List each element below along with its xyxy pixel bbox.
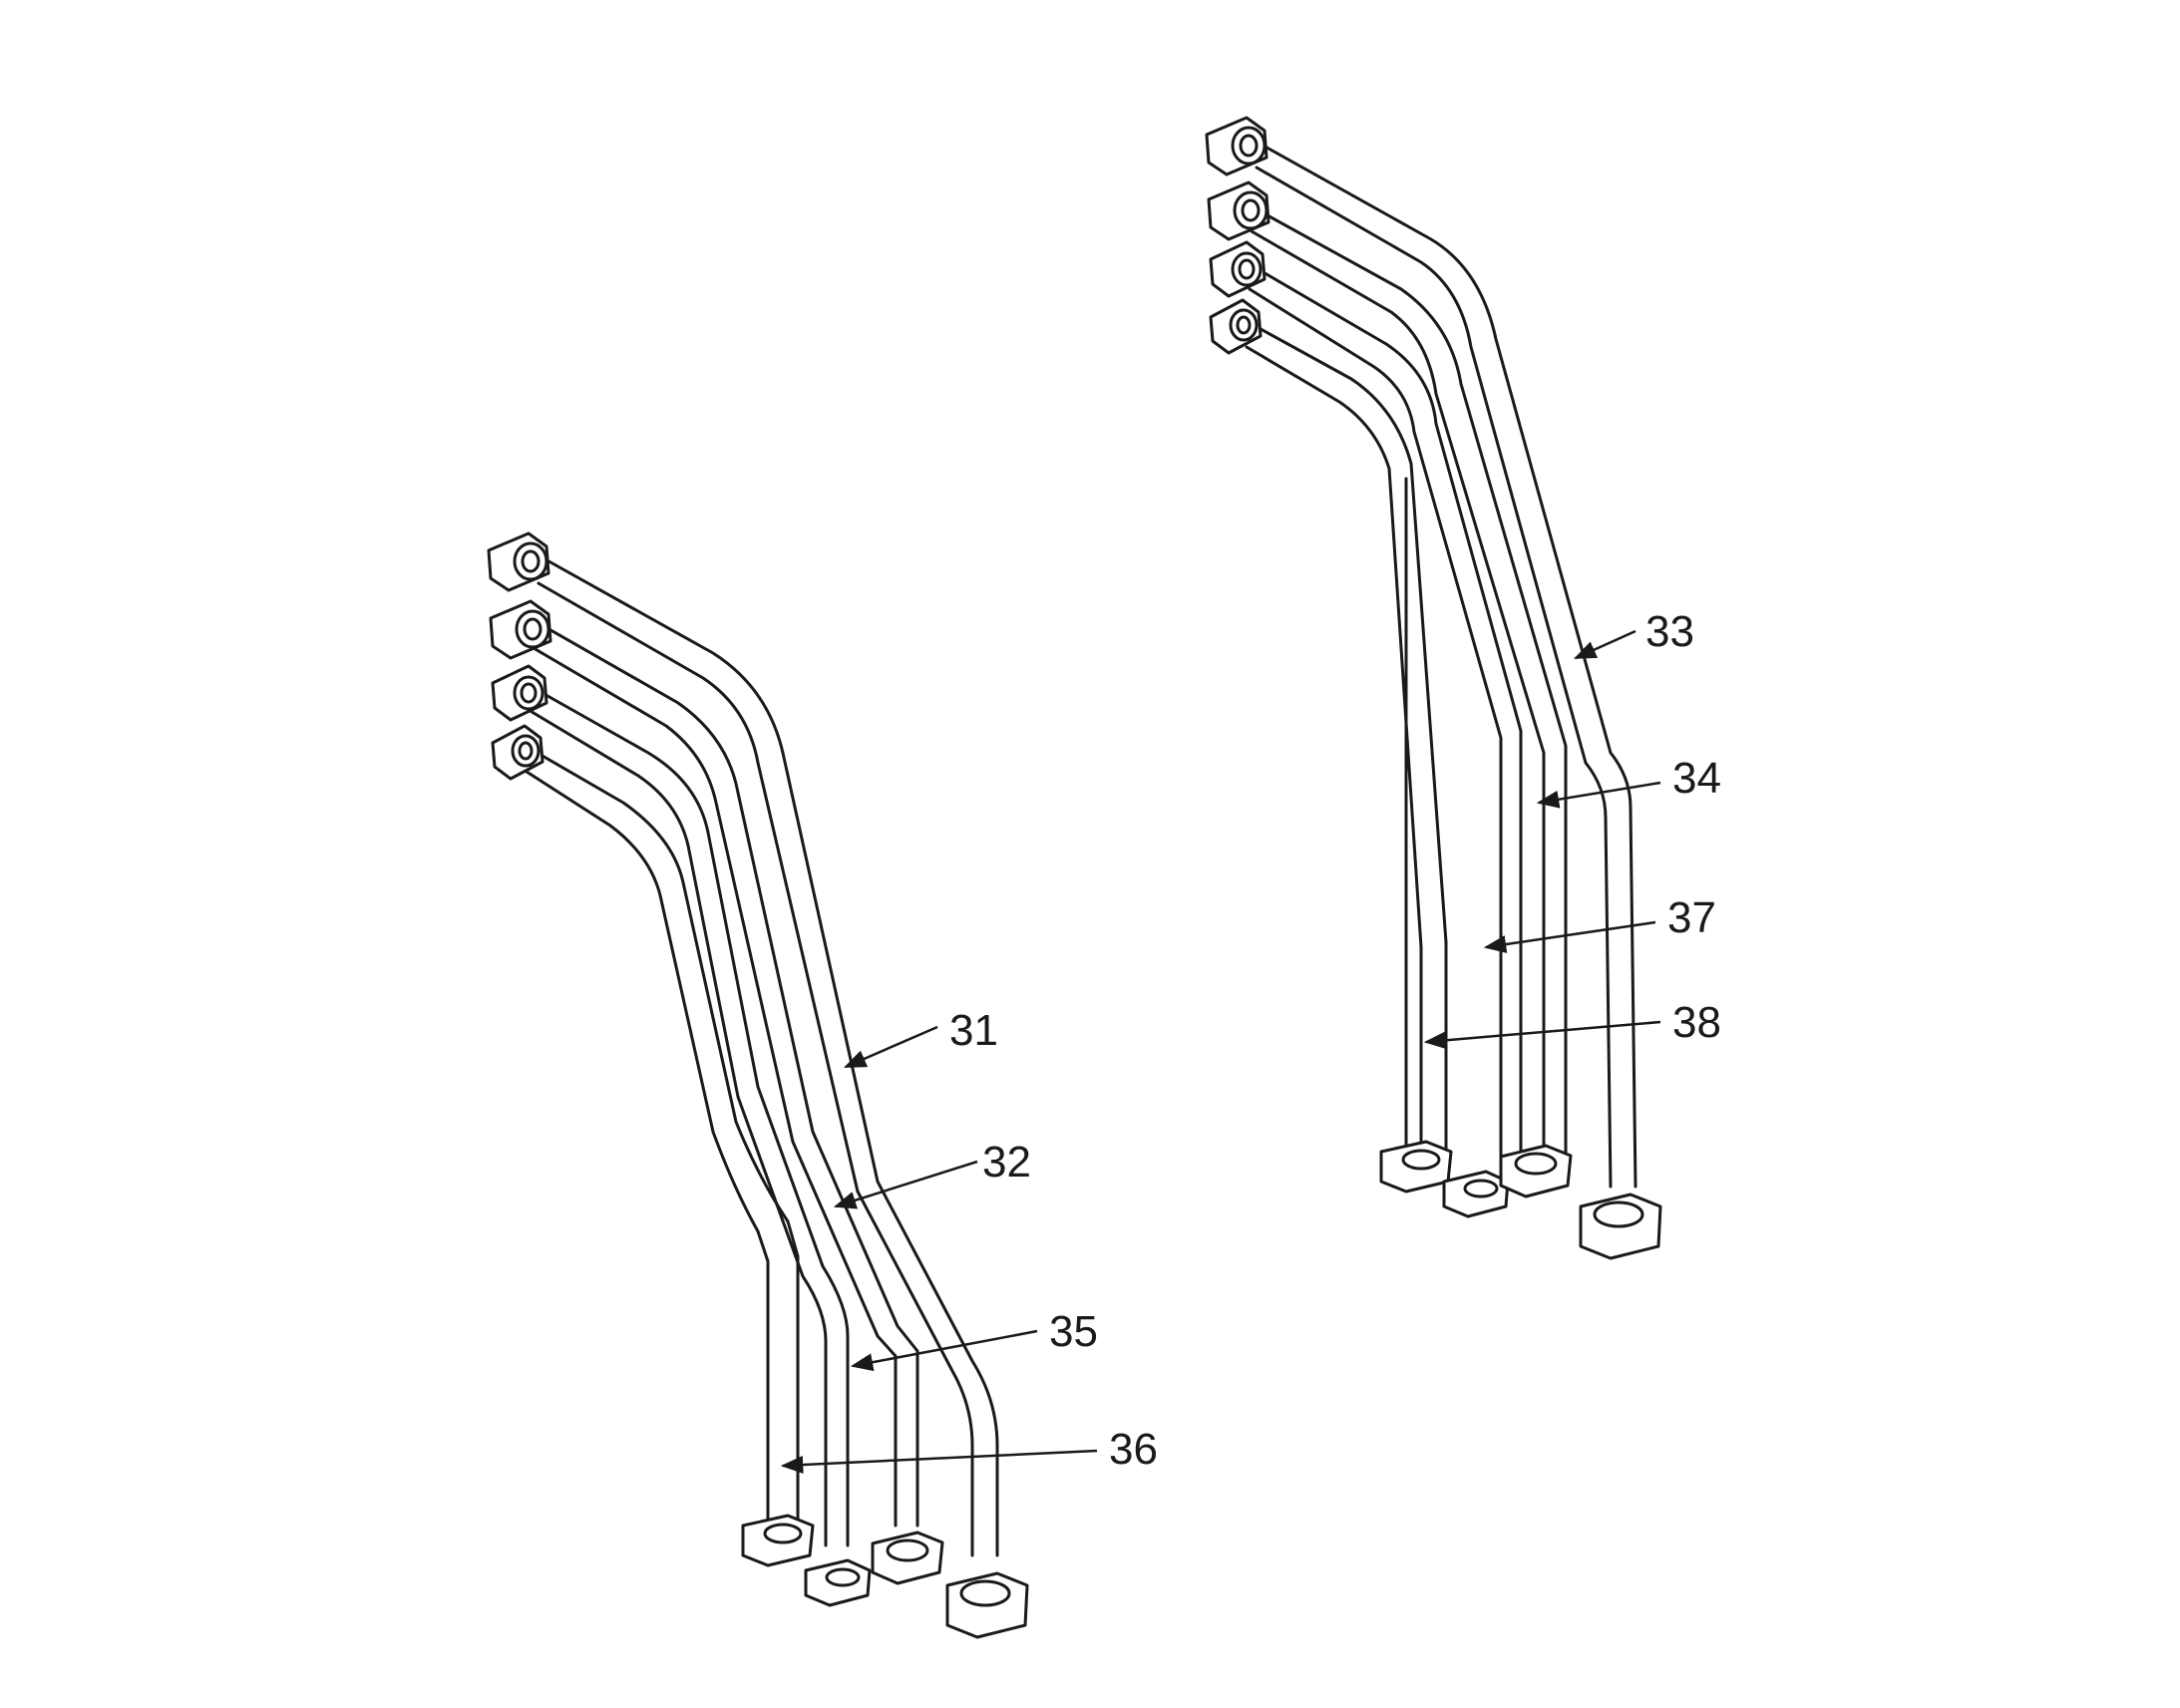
right-pipe-4 bbox=[1245, 322, 1448, 1169]
left-lower-flanges bbox=[741, 1514, 1029, 1639]
leader-34 bbox=[1536, 781, 1661, 809]
leader-35 bbox=[850, 1329, 1038, 1372]
left-pipe-3 bbox=[527, 686, 850, 1547]
leader-33 bbox=[1573, 629, 1636, 660]
leader-38 bbox=[1423, 1020, 1661, 1050]
right-pipe-3 bbox=[1248, 265, 1523, 1169]
callout-36: 36 bbox=[1109, 1425, 1158, 1474]
right-pipe-2 bbox=[1250, 207, 1568, 1174]
left-upper-flanges bbox=[487, 531, 552, 781]
callout-labels: 31 32 33 34 35 36 37 38 bbox=[949, 607, 1721, 1474]
callout-31: 31 bbox=[949, 1006, 998, 1055]
right-pipe-1 bbox=[1255, 143, 1637, 1189]
callout-37: 37 bbox=[1667, 893, 1716, 942]
callout-38: 38 bbox=[1672, 998, 1721, 1047]
left-pipe-1 bbox=[537, 556, 999, 1557]
leader-36 bbox=[780, 1449, 1098, 1475]
callout-34: 34 bbox=[1672, 754, 1721, 803]
right-pipe-group bbox=[1205, 116, 1662, 1260]
leader-lines bbox=[780, 629, 1661, 1475]
leader-37 bbox=[1483, 920, 1656, 953]
callout-33: 33 bbox=[1645, 607, 1694, 656]
left-pipe-group bbox=[487, 531, 1029, 1639]
callout-32: 32 bbox=[982, 1138, 1031, 1187]
right-upper-flanges bbox=[1205, 116, 1271, 355]
leader-32 bbox=[833, 1160, 978, 1209]
leader-31 bbox=[843, 1025, 938, 1069]
right-lower-flanges bbox=[1379, 1140, 1662, 1260]
callout-35: 35 bbox=[1049, 1307, 1098, 1356]
left-pipe-4 bbox=[522, 746, 800, 1547]
left-pipe-2 bbox=[532, 621, 919, 1528]
